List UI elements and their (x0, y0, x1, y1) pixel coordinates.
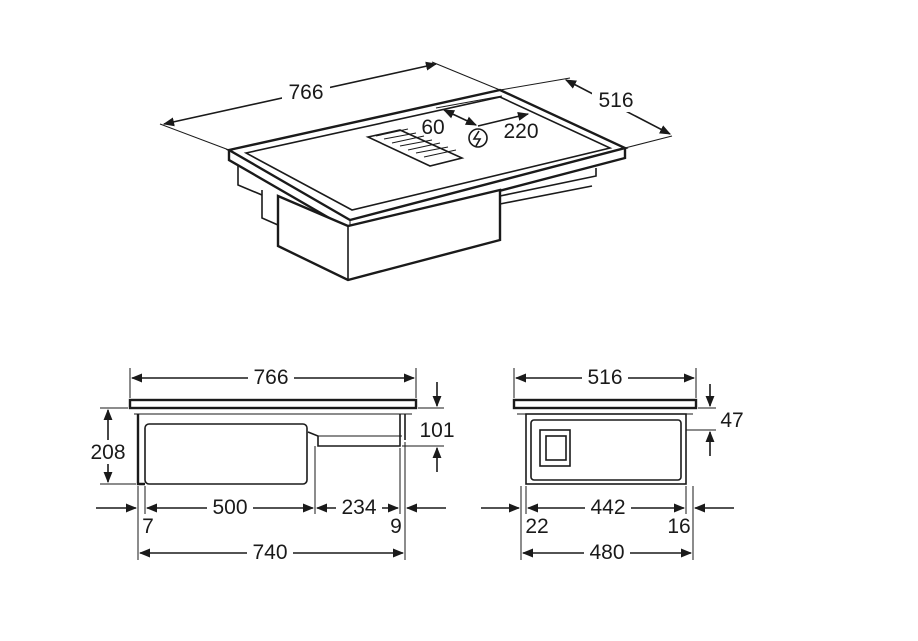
side-view: 516 47 442 22 16 (481, 365, 744, 564)
side-cutout-dimension: 480 (521, 540, 693, 564)
side-thickness-label: 47 (720, 409, 743, 432)
front-width-dimension: 766 (129, 365, 417, 398)
front-box-label: 500 (212, 496, 247, 519)
iso-depth-label: 516 (598, 89, 633, 112)
side-right-offset-label: 16 (667, 515, 690, 538)
front-cutout-label: 740 (252, 541, 287, 564)
front-cutout-dimension: 740 (138, 540, 405, 564)
front-top-dimension: 101 (402, 382, 455, 472)
power-connection-icon (468, 128, 488, 148)
isometric-view: 766 516 60 220 (159, 61, 673, 282)
front-top-label: 101 (419, 419, 454, 442)
front-right-offset-label: 9 (390, 515, 402, 538)
front-box-dimension: 500 234 (145, 495, 400, 519)
side-box-label: 442 (590, 496, 625, 519)
front-hob-outline (128, 398, 418, 486)
front-height-dimension: 208 (86, 407, 136, 485)
front-offset-dimension: 7 9 (96, 503, 446, 538)
side-cutout-label: 480 (589, 541, 624, 564)
side-hob-outline (512, 398, 698, 485)
front-height-label: 208 (90, 441, 125, 464)
side-box-dimension: 442 (526, 495, 686, 519)
side-left-offset-label: 22 (525, 515, 548, 538)
side-depth-label: 516 (587, 366, 622, 389)
extractor-vent (365, 128, 465, 167)
iso-cable-label: 220 (503, 120, 538, 143)
hob-underbody (237, 165, 597, 282)
iso-depth-dimension: 516 (499, 77, 673, 149)
front-right-box-label: 234 (341, 496, 376, 519)
iso-width-label: 766 (288, 81, 323, 104)
front-left-offset-label: 7 (142, 515, 154, 538)
iso-connection-dimension: 60 220 (421, 95, 539, 148)
iso-width-dimension: 766 (159, 61, 501, 151)
side-offset-dimension: 22 16 (481, 503, 734, 538)
front-view: 766 208 101 500 2 (86, 365, 455, 564)
iso-offset-label: 60 (421, 116, 444, 139)
front-width-label: 766 (253, 366, 288, 389)
side-thickness-dimension: 47 (688, 384, 744, 456)
side-depth-dimension: 516 (513, 365, 697, 398)
